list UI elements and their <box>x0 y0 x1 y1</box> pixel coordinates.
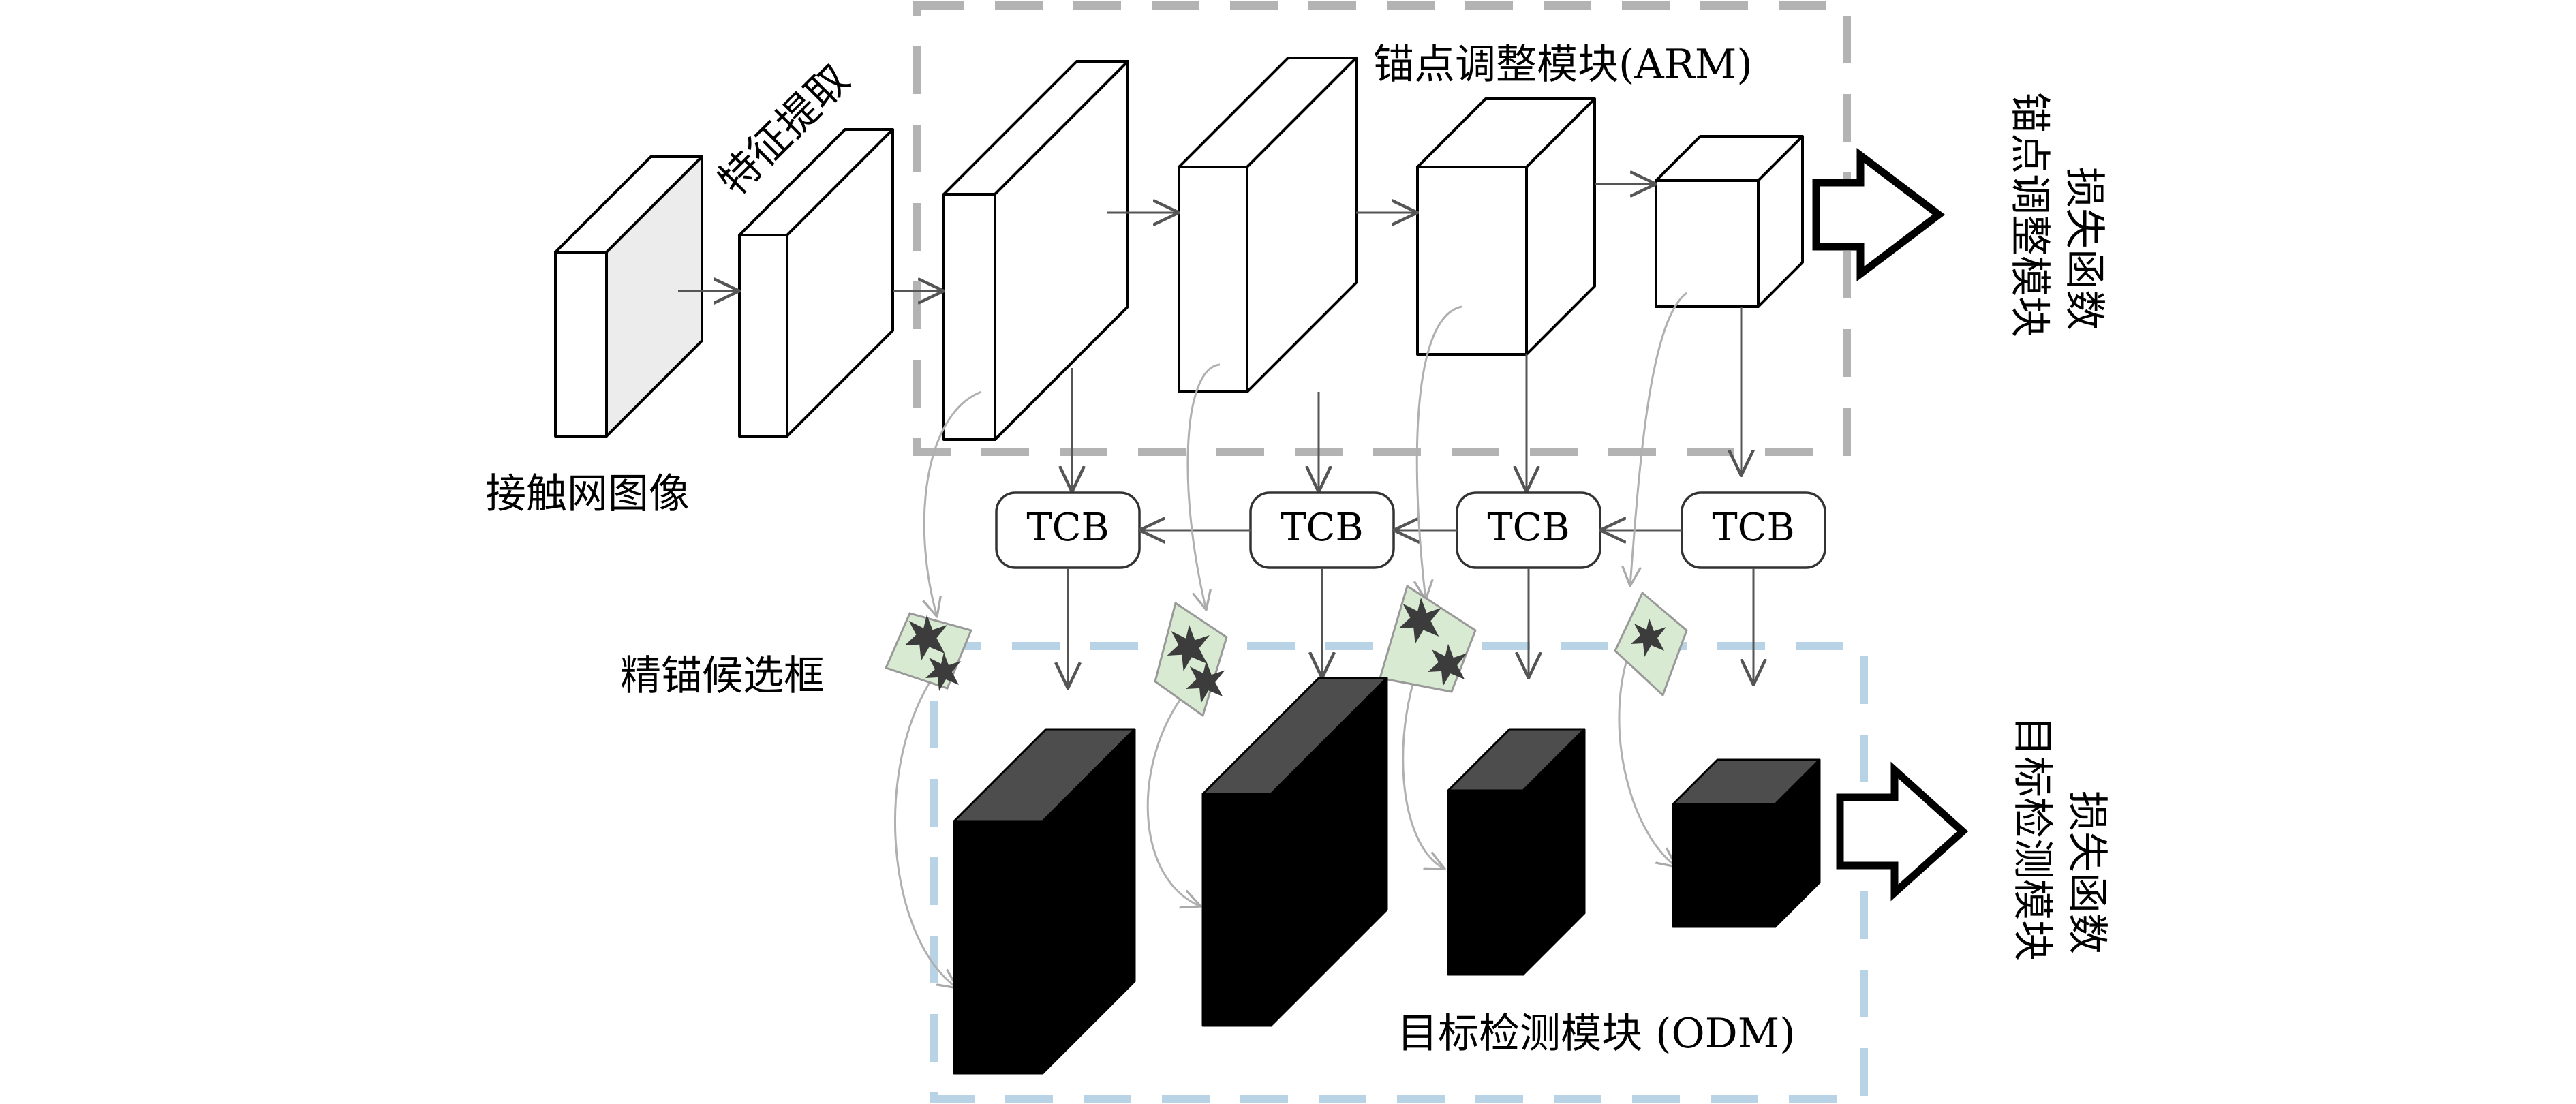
odm-loss-label: 目标检测模块 损失函数 <box>2008 716 2111 961</box>
odm-cube-1 <box>953 728 1136 1075</box>
tcb-box-3: TCB <box>1456 491 1601 569</box>
tcb-box-1: TCB <box>995 491 1141 569</box>
odm-loss-label-line2: 损失函数 <box>2063 791 2111 954</box>
arm-cube-4 <box>1655 135 1804 308</box>
forward-arrows <box>678 184 1656 291</box>
arm-title: 锚点调整模块(ARM) <box>1373 41 1753 89</box>
odm-cube-2 <box>1201 677 1388 1027</box>
odm-loss-label-line1: 目标检测模块 <box>2008 716 2056 961</box>
feature-extraction-cube <box>738 128 894 438</box>
arm-cube-1 <box>942 60 1129 441</box>
tcb-label-1: TCB <box>1026 506 1109 550</box>
arm-loss-label: 锚点调整模块 损失函数 <box>2006 92 2108 337</box>
odm-region <box>930 642 1868 1103</box>
skip-curves <box>894 292 1687 988</box>
arm-to-tcb-arrows <box>1072 307 1741 492</box>
tcb-label-3: TCB <box>1487 506 1569 550</box>
refined-anchor-1 <box>884 612 973 691</box>
arm-loss-arrow <box>1812 147 1946 282</box>
arm-cube-2 <box>1178 57 1358 393</box>
input-image-cube <box>554 155 703 438</box>
arm-cube-3 <box>1416 97 1596 356</box>
arm-region <box>913 1 1851 456</box>
refined-anchor-4 <box>1614 591 1688 697</box>
tcb-to-odm-arrows <box>1068 568 1753 688</box>
odm-cube-3 <box>1447 728 1586 976</box>
odm-cube-4 <box>1672 758 1821 928</box>
refined-anchor-3 <box>1379 584 1477 693</box>
tcb-label-4: TCB <box>1712 506 1794 550</box>
tcb-box-2: TCB <box>1249 491 1395 569</box>
odm-loss-arrow <box>1836 761 1969 902</box>
arm-loss-label-line1: 锚点调整模块 <box>2006 92 2053 337</box>
arm-loss-label-line2: 损失函数 <box>2060 167 2108 331</box>
refined-anchor-label: 精锚候选框 <box>620 652 825 700</box>
tcb-box-4: TCB <box>1681 491 1826 569</box>
refined-anchor-2 <box>1154 601 1228 718</box>
odm-title: 目标检测模块 (ODM) <box>1397 1010 1796 1058</box>
tcb-label-2: TCB <box>1281 506 1363 550</box>
input-label: 接触网图像 <box>485 470 690 518</box>
